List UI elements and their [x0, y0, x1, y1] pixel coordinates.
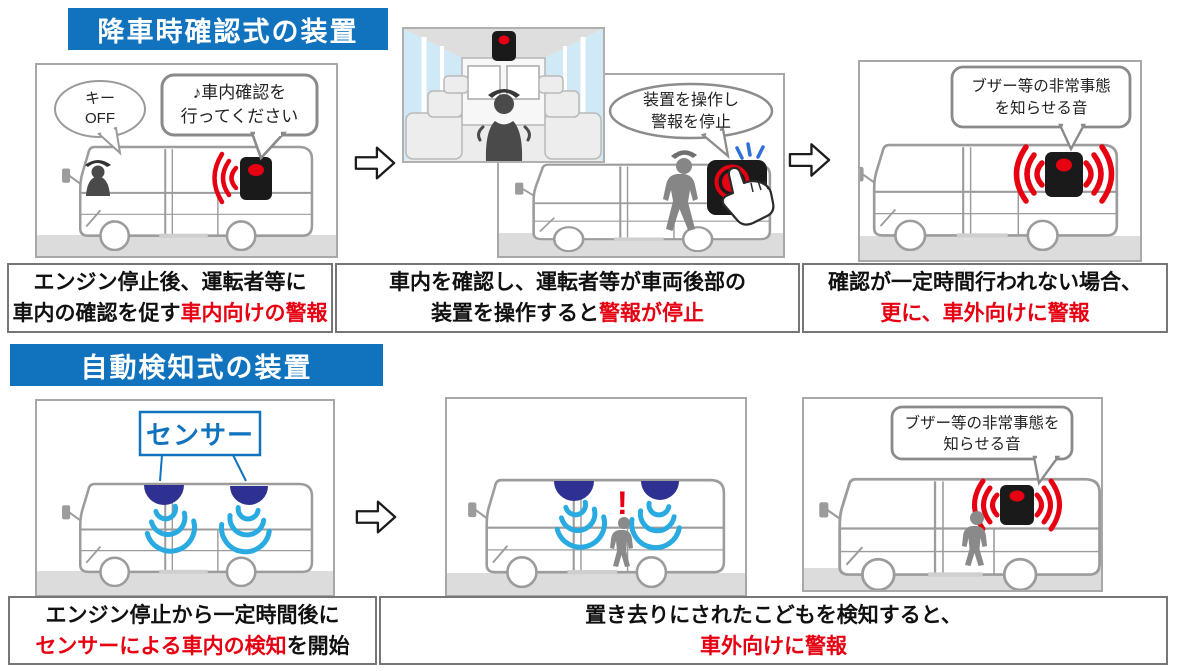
caption-sensor-start: エンジン停止から一定時間後に センサーによる車内の検知を開始 [8, 596, 377, 665]
stop-bubble-text: 装置を操作し 警報を停止 [642, 92, 739, 131]
section-banner-confirmation: 降車時確認式の装置 [68, 8, 388, 50]
buzzer-bubble-shape [890, 405, 1074, 486]
ground [37, 571, 333, 595]
caption-line: センサーによる車内の検知を開始 [35, 634, 350, 658]
ground [37, 235, 336, 256]
sensor-waves-icon [144, 503, 197, 554]
scene-key-off-alarm: キー OFF ♪車内確認を 行ってください [35, 63, 338, 258]
announce-bubble-shape [160, 73, 319, 161]
caption-detection-alert: 置き去りにされたこどもを検知すると、 車外向けに警報 [379, 596, 1168, 665]
key-off-bubble-text: キー OFF [84, 90, 115, 127]
driver-figure [85, 160, 111, 196]
sensor-dome-icon [554, 481, 594, 501]
rear-window-left [467, 65, 501, 100]
alarm-device [240, 157, 272, 200]
device-red-light [498, 35, 510, 45]
bus-sensor-illustration [37, 410, 333, 595]
bus-side-view [60, 482, 314, 587]
scene-interior-check [402, 27, 605, 163]
scene-sensor-start: センサー [35, 399, 335, 597]
flow-arrow-icon [353, 140, 397, 186]
section-banner-detection: 自動検知式の装置 [10, 344, 383, 386]
bus-detection-illustration [447, 478, 745, 595]
caption-line: 車内を確認し、運転者等が車両後部の [389, 271, 746, 294]
device-red-light [1056, 158, 1072, 172]
sensor-label-box [138, 410, 262, 482]
sensor-dome-icon [144, 485, 184, 505]
caption-line: 車内の確認を促す車内向けの警報 [12, 302, 328, 325]
bus-interior-illustration [404, 29, 603, 161]
sensor-dome-icon [230, 486, 268, 505]
caption-line: 車外向けに警報 [700, 634, 847, 658]
bus-exterior-alarm-illustration [860, 65, 1140, 260]
caption-exterior-alert: 確認が一定時間行われない場合、 更に、車外向けに警報 [802, 263, 1168, 333]
alarm-waves-icon [212, 151, 239, 205]
scene-child-detected: ! [445, 397, 747, 597]
ceiling-alarm-device [492, 31, 516, 61]
scene-detection-exterior-alarm: ブザー等の非常事態を 知らせる音 [802, 397, 1103, 592]
bus-key-off-illustration [37, 73, 336, 256]
press-action-lines-icon [735, 142, 765, 160]
bus-rear-operation-illustration [499, 82, 783, 256]
driver-checking-figure [477, 89, 531, 161]
device-red-light [248, 164, 264, 176]
interior-seats [405, 75, 602, 160]
caption-stop-alarm: 車内を確認し、運転者等が車両後部の 装置を操作すると警報が停止 [335, 263, 800, 333]
caption-interior-alert: エンジン停止後、運転者等に 車内の確認を促す車内向けの警報 [7, 263, 333, 333]
bus-side-view [466, 478, 726, 588]
buzzer-bubble-shape [950, 65, 1132, 152]
alarm-device [1000, 485, 1034, 525]
caption-line: エンジン停止後、運転者等に [33, 271, 307, 294]
caption-line: 置き去りにされたこどもを検知すると、 [585, 603, 962, 627]
caption-line: 確認が一定時間行われない場合、 [828, 271, 1142, 294]
bus-detection-alarm-illustration [804, 405, 1101, 590]
stop-bubble-shape [608, 82, 774, 159]
caption-line: 更に、車外向けに警報 [880, 302, 1090, 325]
key-off-bubble-shape [54, 80, 146, 156]
sensor-dome-icon [641, 481, 679, 500]
press-hand-icon [721, 166, 775, 226]
driver-walking-figure [663, 150, 698, 231]
alarm-device [1045, 152, 1083, 197]
sensor-label: センサー [145, 420, 254, 450]
buzzer-bubble-text: ブザー等の非常事態を 知らせる音 [904, 415, 1060, 453]
device-red-light [1009, 490, 1025, 502]
sensor-waves-icon [219, 505, 272, 555]
alarm-waves-icon [1013, 144, 1115, 204]
sensor-waves-icon [554, 499, 607, 550]
scene-exterior-alarm: ブザー等の非常事態 を知らせる音 [858, 60, 1142, 262]
caption-line: 装置を操作すると警報が停止 [431, 302, 704, 325]
child-figure [610, 517, 633, 567]
sensor-waves-icon [629, 500, 682, 551]
announce-bubble-text: ♪車内確認を 行ってください [180, 83, 299, 126]
child-figure [962, 511, 987, 566]
ground [447, 573, 745, 595]
flow-arrow-icon [354, 494, 398, 540]
alarm-waves-icon [972, 478, 1062, 532]
caption-line: エンジン停止から一定時間後に [45, 603, 340, 627]
buzzer-bubble-text: ブザー等の非常事態 を知らせる音 [971, 78, 1111, 117]
alert-exclamation: ! [617, 485, 628, 521]
flow-arrow-icon [787, 137, 832, 183]
